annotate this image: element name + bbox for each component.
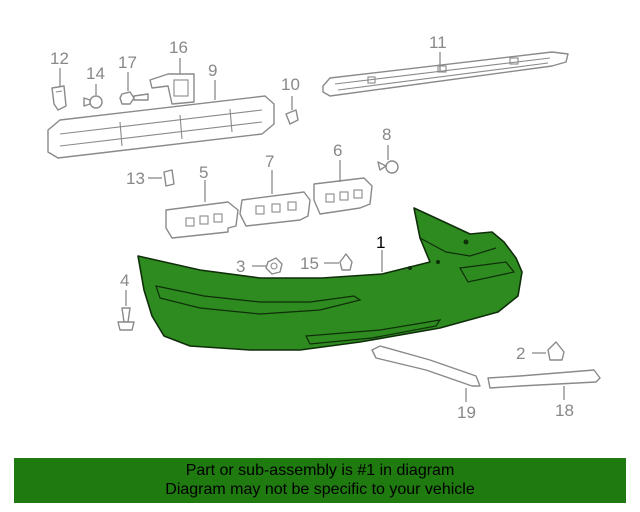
callout-16: 16 (169, 38, 188, 57)
part-18-trim-strip (487, 369, 601, 389)
part-16-mount-bracket (149, 73, 195, 105)
part-3-nut (265, 257, 283, 275)
part-1-bumper-cover (137, 207, 523, 351)
part-7-center-bracket (239, 191, 311, 227)
part-9-impact-beam (47, 95, 275, 159)
part-15-push-clip (339, 253, 353, 271)
part-8-push-pin (377, 160, 399, 174)
callout-10: 10 (281, 75, 300, 94)
callout-11: 11 (429, 33, 447, 52)
parts-diagram: 11 9 12 14 17 16 10 (47, 33, 601, 422)
part-13-retainer (163, 169, 175, 187)
part-14-clip (83, 95, 103, 109)
callout-8: 8 (382, 125, 391, 144)
footer-banner: Part or sub-assembly is #1 in diagram Di… (14, 458, 626, 503)
callout-12: 12 (50, 49, 69, 68)
part-2-clip (547, 341, 565, 361)
callout-15: 15 (300, 254, 319, 273)
part-5-side-bracket (165, 201, 239, 239)
callout-1: 1 (376, 233, 385, 252)
footer-line-2: Diagram may not be specific to your vehi… (165, 481, 475, 498)
callout-3: 3 (236, 257, 245, 276)
callout-5: 5 (199, 163, 208, 182)
bumper-cover-body (137, 207, 523, 351)
part-6-right-bracket (313, 177, 373, 215)
callout-14: 14 (86, 64, 105, 83)
callout-18: 18 (555, 401, 574, 420)
part-19-molding (371, 345, 481, 387)
callout-2: 2 (516, 344, 525, 363)
callout-19: 19 (457, 403, 476, 422)
callout-17: 17 (118, 53, 137, 72)
part-4-screw (117, 307, 135, 331)
part-10-bumper-stop (285, 109, 299, 125)
part-11-reinforcement-bar (322, 51, 569, 97)
callout-13: 13 (126, 169, 145, 188)
footer-line-1: Part or sub-assembly is #1 in diagram (185, 462, 455, 479)
callout-6: 6 (333, 141, 342, 160)
callout-9: 9 (208, 61, 217, 80)
part-17-bolt (119, 91, 149, 105)
part-12-bracket (51, 85, 67, 111)
callout-4: 4 (120, 271, 129, 290)
callout-7: 7 (265, 152, 274, 171)
